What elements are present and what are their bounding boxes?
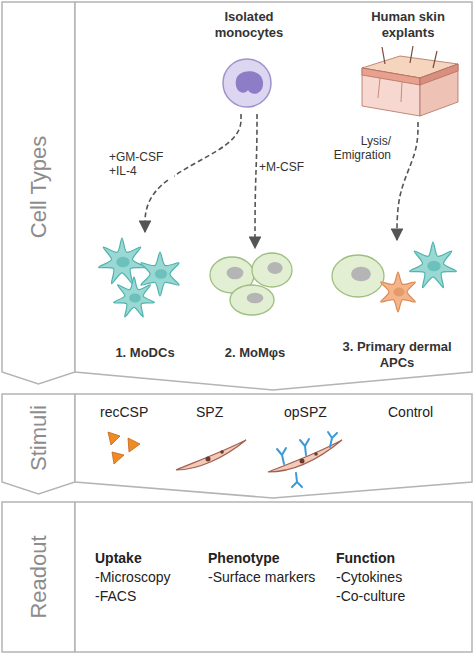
panel-outline bbox=[2, 394, 75, 494]
cell-figure: 2. MoMφs bbox=[206, 248, 304, 362]
cell-illustration bbox=[99, 238, 457, 317]
opsonized-sporozoite bbox=[268, 432, 342, 487]
panel-outline bbox=[2, 502, 75, 652]
figure-label: 3. Primary dermal APCs bbox=[326, 338, 468, 373]
cell-nucleus bbox=[155, 269, 167, 279]
cell-nucleus bbox=[427, 261, 440, 272]
dashed-arrow bbox=[255, 114, 257, 248]
edge-label: +M-CSF bbox=[258, 160, 320, 174]
panel-band: Cell Types Isolated monocytes Human skin e… bbox=[2, 2, 472, 372]
readout-heading: Function bbox=[336, 550, 395, 567]
readout-item: -Cytokines bbox=[336, 569, 402, 586]
monocyte-cell bbox=[223, 59, 271, 107]
sporozoite bbox=[176, 440, 246, 470]
panel-outline bbox=[75, 394, 472, 498]
sporozoite bbox=[176, 440, 246, 470]
sporozoite bbox=[220, 450, 224, 454]
cell-nucleus bbox=[227, 267, 244, 280]
skin-explant bbox=[362, 68, 420, 116]
skin-explant bbox=[401, 81, 402, 102]
cell-figure: 1. MoDCs bbox=[88, 232, 202, 362]
stimulus-label: Control bbox=[388, 404, 433, 421]
dendritic-cell bbox=[99, 238, 146, 284]
figure-label: Isolated monocytes bbox=[193, 8, 305, 43]
dendritic-cell bbox=[381, 272, 416, 312]
cell-nucleus bbox=[267, 262, 282, 274]
figure-label: 2. MoMφs bbox=[222, 344, 289, 362]
panel-outline bbox=[75, 502, 472, 652]
panel-outline bbox=[75, 2, 472, 390]
skin-explant bbox=[362, 46, 458, 116]
readout-item: -Surface markers bbox=[208, 569, 315, 586]
recCSP-protein bbox=[108, 432, 120, 445]
skin-explant bbox=[410, 46, 413, 63]
cell-nucleus bbox=[393, 288, 404, 297]
cell-nucleus bbox=[116, 257, 129, 268]
cell-figure: Isolated monocytes bbox=[193, 8, 305, 112]
panel-outline bbox=[2, 2, 75, 384]
monocyte-cell bbox=[223, 59, 271, 107]
figure-label: 1. MoDCs bbox=[112, 344, 177, 362]
opsonized-sporozoite bbox=[292, 473, 302, 487]
recCSP-protein bbox=[128, 438, 140, 452]
skin-explant bbox=[378, 78, 380, 98]
opsonized-sporozoite bbox=[314, 452, 318, 456]
skin-explant bbox=[382, 47, 385, 64]
band-heading: Stimuli bbox=[26, 405, 52, 471]
opsonized-sporozoite bbox=[277, 448, 286, 464]
band-heading: Readout bbox=[26, 535, 52, 618]
opsonized-sporozoite bbox=[300, 459, 305, 464]
dendritic-cell bbox=[114, 277, 155, 317]
readout-heading: Uptake bbox=[95, 550, 142, 567]
dashed-arrow bbox=[397, 122, 418, 240]
readout-item: -Microscopy bbox=[95, 569, 170, 586]
band-heading: Cell Types bbox=[26, 136, 52, 238]
recCSP-protein bbox=[108, 432, 140, 464]
opsonized-sporozoite bbox=[277, 432, 337, 487]
stimulus-label: SPZ bbox=[196, 404, 223, 421]
opsonized-sporozoite bbox=[300, 439, 309, 455]
recCSP-protein bbox=[112, 452, 124, 464]
cell-nucleus bbox=[247, 293, 264, 304]
readout-heading: Phenotype bbox=[208, 550, 280, 567]
readout-item: -FACS bbox=[95, 588, 136, 605]
macrophage-cell bbox=[230, 285, 274, 315]
readout-item: -Co-culture bbox=[336, 588, 405, 605]
stimulus-label: recCSP bbox=[100, 404, 148, 421]
tissue-figure: Human skin explants bbox=[348, 8, 468, 120]
edge-label: Lysis/ Emigration bbox=[326, 134, 392, 163]
figure-label: Human skin explants bbox=[348, 8, 468, 43]
skin-explant bbox=[420, 64, 458, 85]
cell-nucleus bbox=[351, 267, 371, 282]
opsonized-sporozoite bbox=[328, 432, 337, 447]
cell-figure: 3. Primary dermal APCs bbox=[326, 240, 468, 372]
skin-explant bbox=[433, 51, 437, 68]
skin-explant bbox=[362, 68, 420, 85]
skin-explant bbox=[420, 64, 458, 116]
cell-nucleus bbox=[129, 293, 141, 302]
macrophage-cell bbox=[252, 253, 292, 287]
edge-label: +GM-CSF +IL-4 bbox=[108, 150, 174, 179]
sporozoite bbox=[206, 457, 211, 462]
dendritic-cell bbox=[410, 242, 457, 288]
macrophage-cell bbox=[332, 255, 384, 297]
stimulus-label: opSPZ bbox=[284, 404, 327, 421]
monocyte-cell bbox=[236, 71, 263, 93]
